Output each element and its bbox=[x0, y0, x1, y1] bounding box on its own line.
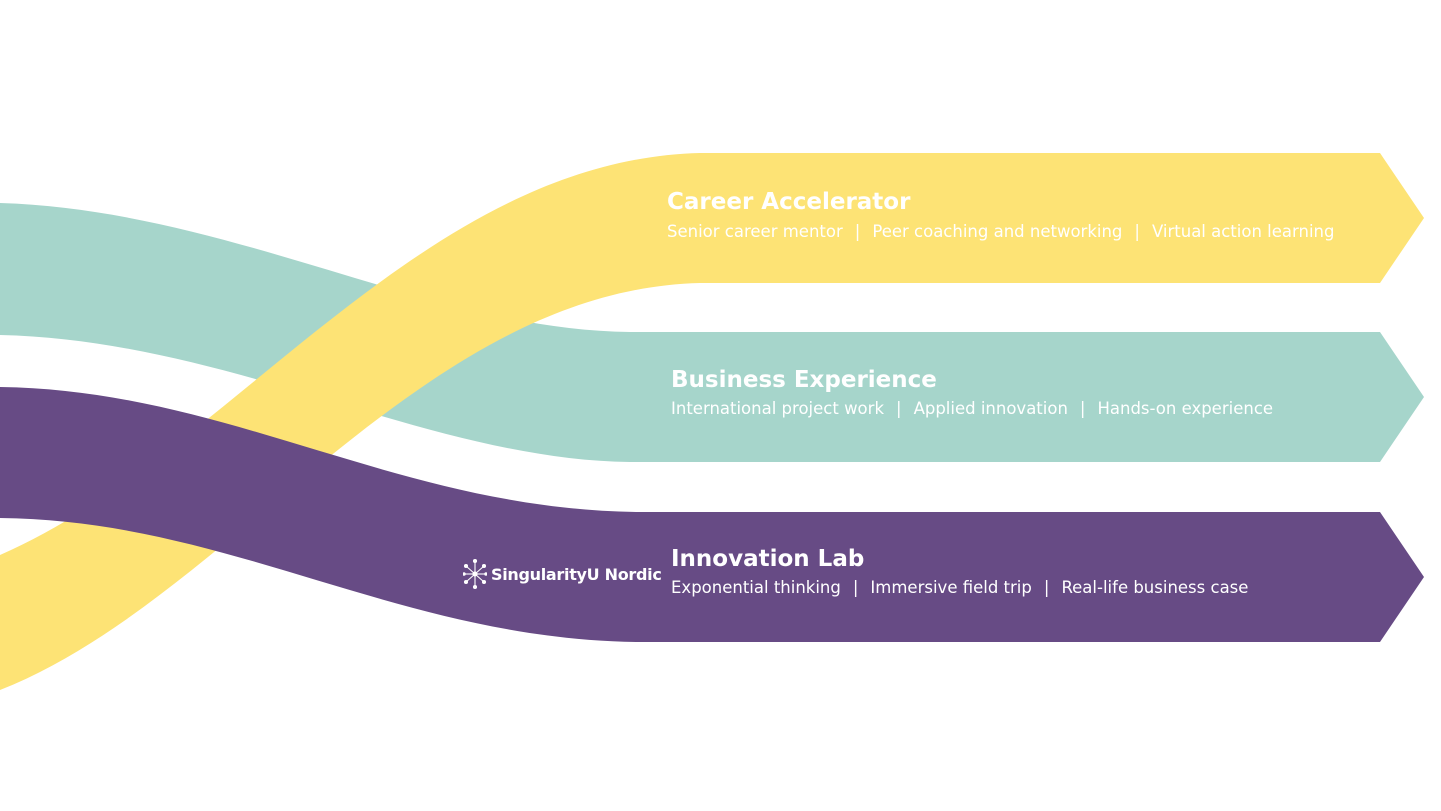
track-item: Immersive field trip bbox=[870, 578, 1032, 597]
track-item: Applied innovation bbox=[913, 399, 1068, 418]
item-separator: | bbox=[852, 578, 859, 597]
track-items-business-experience: International project work | Applied innov… bbox=[671, 399, 1273, 418]
item-separator: | bbox=[896, 399, 902, 418]
track-item: Exponential thinking bbox=[671, 578, 841, 597]
track-item: Hands-on experience bbox=[1097, 399, 1274, 418]
track-items-career-accelerator: Senior career mentor | Peer coaching and n… bbox=[667, 222, 1334, 241]
track-items-innovation-lab: Exponential thinking | Immersive field tri… bbox=[671, 578, 1248, 597]
track-item: Senior career mentor bbox=[667, 222, 843, 241]
item-separator: | bbox=[1079, 399, 1086, 418]
ribbon-career-accelerator bbox=[0, 153, 1424, 690]
track-title-career-accelerator: Career Accelerator bbox=[667, 189, 911, 215]
track-item: International project work bbox=[671, 399, 884, 418]
track-item: Peer coaching and networking bbox=[872, 222, 1123, 241]
track-title-innovation-lab: Innovation Lab bbox=[671, 546, 865, 572]
logo-text: SingularityU Nordic bbox=[491, 564, 662, 584]
item-separator: | bbox=[1134, 222, 1140, 241]
singularityu-nordic-logo: SingularityU Nordic bbox=[463, 558, 662, 590]
singularity-burst-icon bbox=[463, 558, 487, 590]
item-separator: | bbox=[1043, 578, 1050, 597]
track-item: Real-life business case bbox=[1061, 578, 1249, 597]
ribbon-innovation-lab bbox=[0, 387, 1424, 642]
item-separator: | bbox=[854, 222, 861, 241]
track-item: Virtual action learning bbox=[1151, 222, 1335, 241]
track-title-business-experience: Business Experience bbox=[671, 367, 937, 393]
